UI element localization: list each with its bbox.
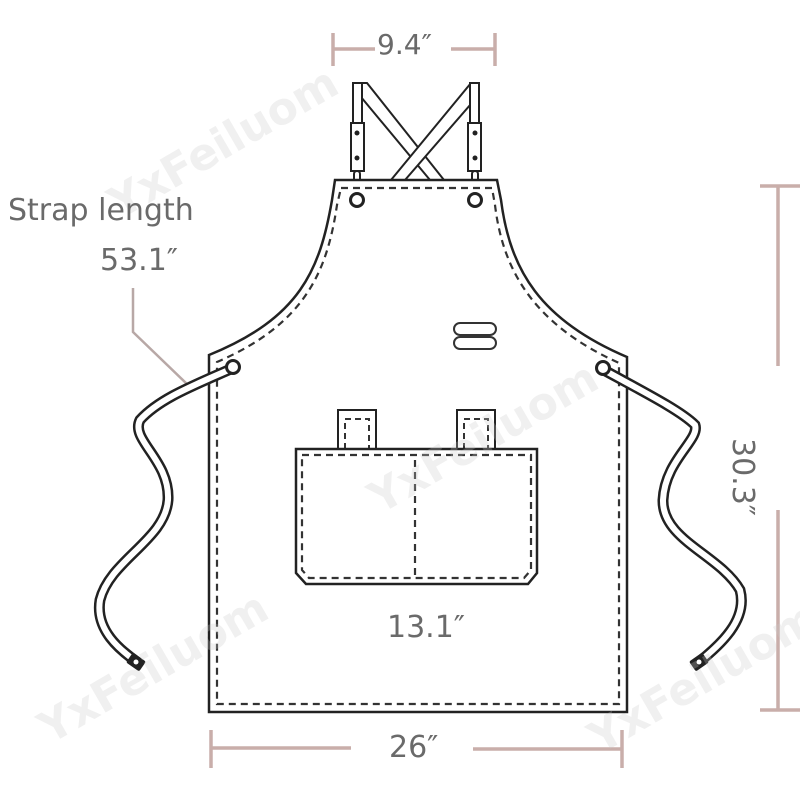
pen-loop bbox=[453, 322, 497, 350]
strap-leader-line bbox=[131, 288, 189, 386]
neck-width-value: 9.4″ bbox=[377, 28, 432, 61]
left-tie-end bbox=[126, 653, 146, 671]
top-grommets bbox=[349, 192, 483, 208]
width-dimension-line bbox=[209, 730, 624, 768]
apron-width-value: 26″ bbox=[389, 730, 439, 765]
apron-stitching bbox=[215, 186, 621, 706]
height-dimension-line bbox=[760, 184, 800, 712]
tool-loops bbox=[337, 409, 496, 451]
right-tie-end bbox=[689, 653, 709, 671]
pocket-width-value: 13.1″ bbox=[387, 610, 466, 645]
neck-dimension-line bbox=[331, 33, 497, 66]
left-waist-tie bbox=[93, 362, 239, 668]
right-side-grommet bbox=[595, 360, 611, 376]
right-waist-tie bbox=[596, 363, 747, 668]
left-side-grommet bbox=[225, 359, 241, 375]
neck-straps bbox=[350, 82, 482, 181]
strap-length-label: Strap length bbox=[8, 193, 194, 228]
pocket bbox=[294, 447, 539, 586]
pocket-stitching bbox=[300, 453, 533, 580]
strap-length-value: 53.1″ bbox=[100, 243, 179, 278]
apron-height-value: 30.3″ bbox=[725, 438, 760, 517]
strap-rivets bbox=[354, 130, 478, 161]
